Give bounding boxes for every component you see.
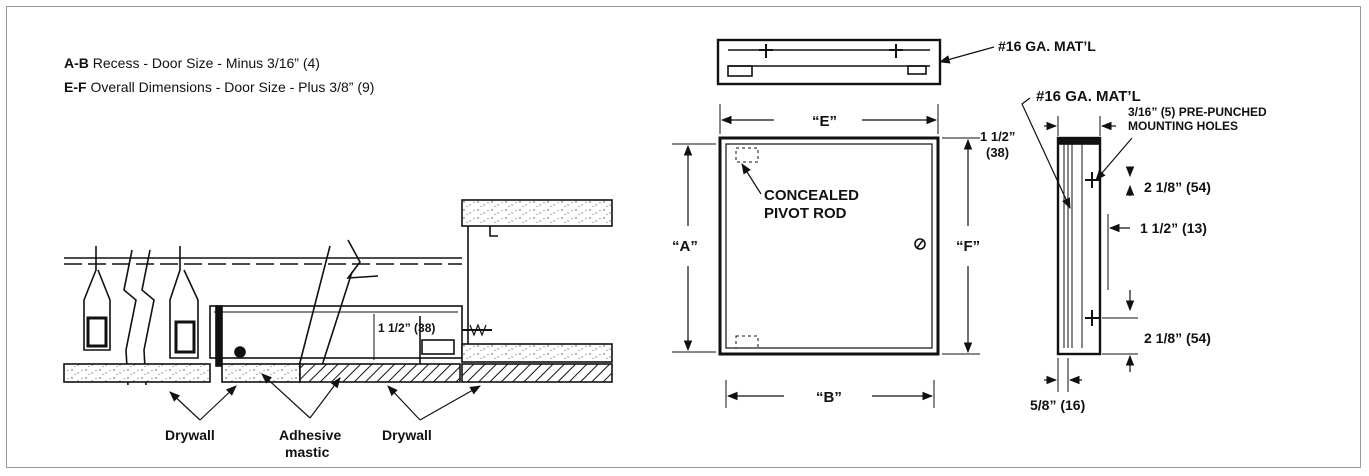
top-view: [716, 38, 995, 86]
top-view-material-label: #16 GA. MAT’L: [998, 38, 1096, 54]
door-panel: [725, 143, 933, 349]
side-view-cap: [1057, 137, 1101, 145]
side-inset-label-2: (38): [986, 145, 1009, 160]
mastic-rod-b: [317, 271, 353, 379]
cam-lock: [914, 238, 926, 250]
door-frame: [718, 136, 940, 356]
front-view: [672, 104, 980, 408]
top-view-hole-right: [889, 44, 903, 58]
leader-drywall-right-a: [387, 385, 421, 421]
pivot-dot: [234, 346, 246, 358]
drywall-board-left: [63, 363, 211, 383]
break-line-2: [141, 249, 155, 386]
holes-label-line2: MOUNTING HOLES: [1128, 119, 1238, 133]
break-line-pipe: [346, 239, 379, 279]
side-view: [1021, 97, 1138, 392]
note-recess-key: A-B: [64, 55, 89, 71]
channel-left-1: [86, 316, 108, 348]
ceiling-board-right: [461, 343, 613, 363]
holes-leader: [1095, 137, 1133, 181]
leader-mastic-b: [309, 377, 341, 419]
mounting-hole-top: [1085, 172, 1099, 188]
note-overall-text: Overall Dimensions - Door Size - Plus 3/…: [86, 79, 375, 95]
top-view-leader: [938, 46, 995, 64]
label-adhesive: Adhesive: [279, 427, 341, 443]
leader-drywall-right-b: [419, 385, 481, 421]
note-recess: A-B Recess - Door Size - Minus 3/16” (4): [64, 55, 320, 71]
label-drywall-left: Drywall: [165, 427, 215, 443]
label-drywall-right: Drywall: [382, 427, 432, 443]
note-overall-key: E-F: [64, 79, 87, 95]
leader-drywall-left-b: [199, 385, 237, 421]
dim-e-label: “E”: [812, 113, 837, 130]
screw-thread: [469, 323, 487, 337]
section-depth-label: 1 1/2” (38): [378, 321, 435, 335]
note-overall: E-F Overall Dimensions - Door Size - Plu…: [64, 79, 374, 95]
hanger-left-2: [169, 246, 199, 359]
top-view-hinge: [727, 65, 753, 77]
drawing-frame: [6, 6, 1361, 468]
pivot-rod-bottom: [735, 335, 759, 349]
side-material-leader: [1021, 97, 1071, 209]
pivot-leader: [741, 163, 762, 195]
drywall-board-mid: [221, 363, 301, 383]
latch-block: [421, 339, 455, 355]
slab-clip: [489, 226, 498, 237]
dim-bottom-label: 2 1/8” (54): [1144, 330, 1211, 346]
note-recess-text: Recess - Door Size - Minus 3/16” (4): [88, 55, 320, 71]
break-line-1: [123, 249, 137, 386]
dim-top-label: 2 1/8” (54): [1144, 179, 1211, 195]
side-material-label: #16 GA. MAT’L: [1036, 88, 1141, 105]
flange-left: [215, 305, 223, 367]
drywall-board-right: [461, 363, 613, 383]
door-pan: [209, 305, 463, 359]
side-inset-label-1: 1 1/2”: [980, 129, 1015, 144]
mounting-hole-bottom: [1085, 310, 1099, 326]
dim-depth-label: 5/8” (16): [1030, 397, 1085, 413]
dim-f-label: “F”: [956, 238, 980, 255]
mastic-layer: [299, 363, 461, 383]
top-view-frame: [716, 38, 942, 86]
pivot-label-line2: PIVOT ROD: [764, 205, 847, 222]
ceiling-slab: [461, 199, 613, 227]
section-view: [63, 199, 613, 421]
pivot-rod-top: [735, 147, 759, 163]
label-mastic: mastic: [285, 444, 330, 460]
cam-lock-slot: [916, 239, 924, 249]
holes-label-line1: 3/16” (5) PRE-PUNCHED: [1128, 105, 1267, 119]
dim-mid-label: 1 1/2” (13): [1140, 220, 1207, 236]
pivot-label-line1: CONCEALED: [764, 187, 859, 204]
channel-left-2: [174, 320, 196, 354]
top-view-hole-left: [759, 44, 773, 58]
top-view-latch: [907, 65, 927, 75]
dim-b-label: “B”: [816, 389, 842, 406]
leader-mastic-a: [261, 373, 311, 419]
hanger-left-1: [83, 246, 111, 351]
dim-a-label: “A”: [672, 238, 698, 255]
leader-drywall-left-a: [169, 391, 201, 421]
